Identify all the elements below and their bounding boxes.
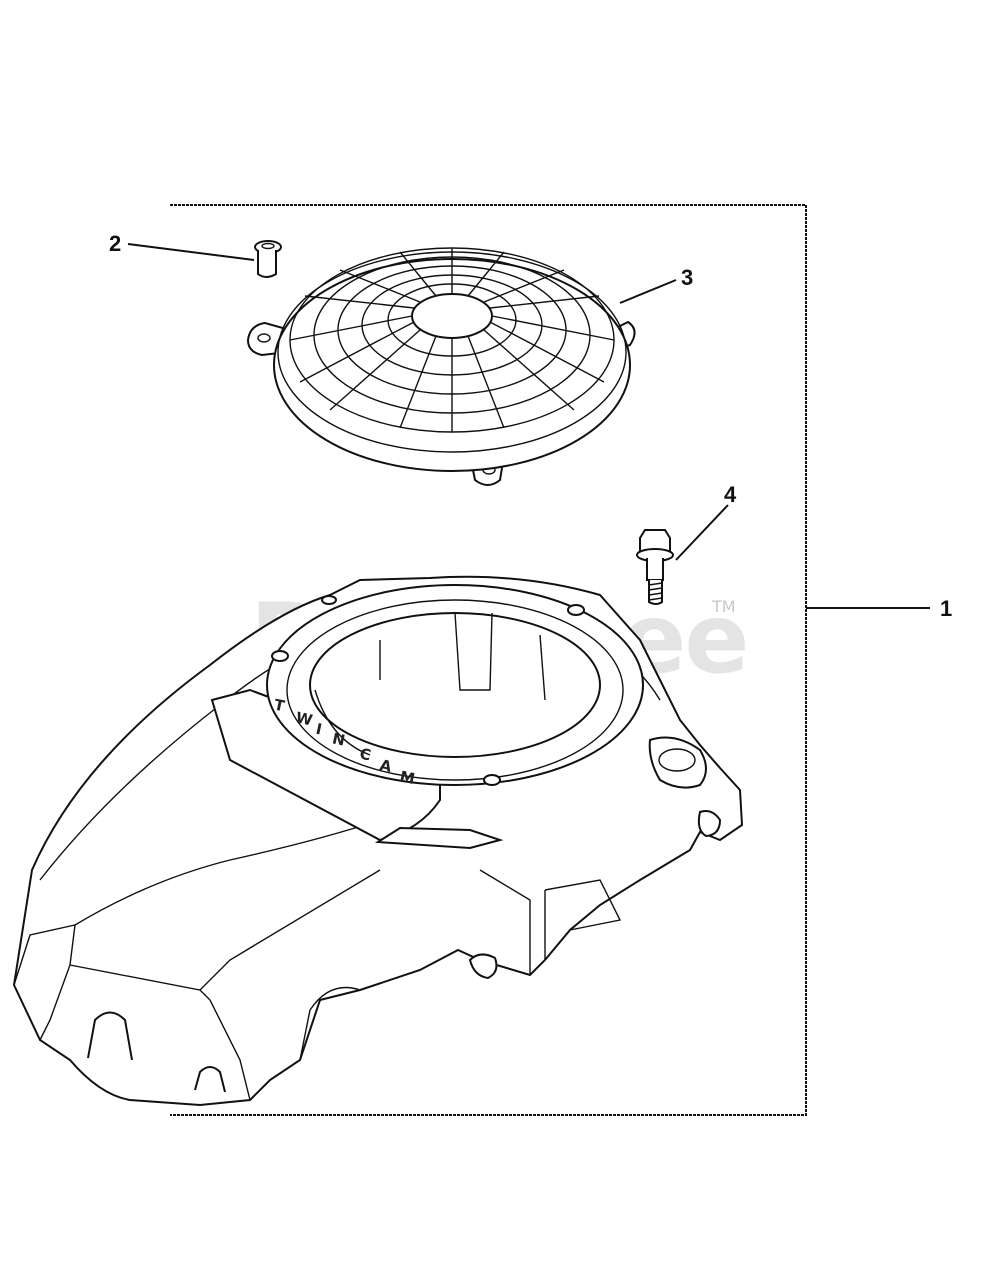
emboss-letter-2: W (294, 708, 314, 729)
leader-2 (127, 243, 255, 261)
part-1-blower-housing[interactable]: T W I N C A M (12, 575, 744, 1107)
part-2-screw (254, 240, 282, 278)
part-3-grille-screen[interactable] (246, 247, 636, 486)
emboss-letter-7: M (398, 767, 416, 788)
callout-1[interactable]: 1 (940, 596, 952, 621)
emboss-letter-6: A (378, 756, 393, 776)
emboss-letter-5: C (358, 744, 373, 764)
callouts: 2 3 4 1 (109, 231, 952, 621)
leader-4 (675, 504, 729, 561)
leader-lines (127, 243, 729, 561)
part-4-bolt (636, 529, 674, 605)
callout-3[interactable]: 3 (681, 265, 693, 290)
twin-cam-embossing: T W I N C A M (272, 696, 416, 788)
callout-2[interactable]: 2 (109, 231, 121, 256)
callout-4[interactable]: 4 (724, 482, 737, 507)
emboss-letter-3: I (314, 720, 323, 739)
assembly-bracket (170, 204, 930, 1116)
emboss-letter-4: N (331, 729, 347, 749)
leader-3 (619, 279, 677, 304)
watermark-tm: TM (711, 597, 736, 616)
emboss-letter-1: T (272, 696, 287, 716)
